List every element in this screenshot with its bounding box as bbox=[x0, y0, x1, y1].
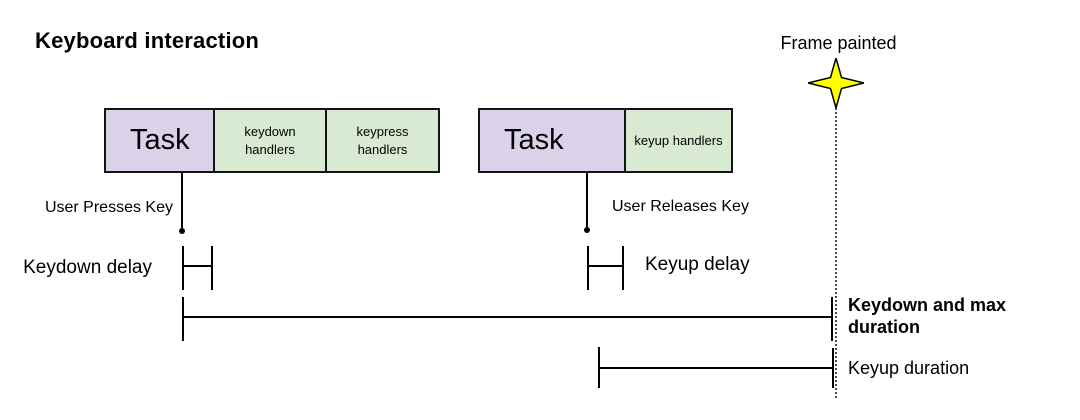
keydown-handlers-cell: keydown handlers bbox=[213, 110, 325, 171]
keyup-duration-label: Keyup duration bbox=[848, 358, 970, 378]
keyup-delay-tick-left bbox=[587, 246, 589, 290]
keypress-handlers-cell: keypress handlers bbox=[325, 110, 438, 171]
keydown-duration-label: Keydown and max duration bbox=[848, 295, 1007, 337]
keyup-delay-span bbox=[587, 265, 623, 267]
task-label: Task bbox=[130, 124, 190, 156]
keydown-delay-span bbox=[182, 265, 212, 267]
keydown-delay-label: Keydown delay bbox=[23, 257, 152, 278]
task-block-keyup: Task keyup handlers bbox=[478, 108, 733, 173]
keyup-handlers-label: keyup handlers bbox=[634, 132, 723, 148]
keyup-delay-label: Keyup delay bbox=[645, 254, 750, 275]
keyup-delay-tick-right bbox=[622, 246, 624, 290]
task-cell: Task bbox=[106, 110, 213, 171]
keydown-handlers-label: keydown handlers bbox=[244, 123, 296, 157]
keyup-duration-span bbox=[598, 367, 833, 369]
task-label: Task bbox=[504, 124, 564, 156]
keydown-duration-tick-left bbox=[182, 297, 184, 341]
keypress-handlers-label: keypress handlers bbox=[356, 123, 409, 157]
keydown-duration-span bbox=[182, 316, 833, 318]
release-arrow-head bbox=[584, 227, 590, 233]
user-releases-key-label: User Releases Key bbox=[612, 198, 749, 215]
task-block-keydown: Task keydown handlers keypress handlers bbox=[104, 108, 440, 173]
user-presses-key-label: User Presses Key bbox=[44, 199, 173, 216]
frame-painted-timeline bbox=[835, 108, 837, 398]
press-arrow-head bbox=[179, 228, 185, 234]
press-arrow-line bbox=[181, 173, 183, 228]
task-cell: Task bbox=[480, 110, 624, 171]
keydown-delay-tick-right bbox=[211, 246, 213, 290]
release-arrow-line bbox=[586, 173, 588, 228]
page-title: Keyboard interaction bbox=[35, 28, 260, 53]
frame-painted-star-icon bbox=[807, 55, 865, 111]
keydown-delay-tick-left bbox=[182, 246, 184, 290]
frame-painted-label: Frame painted bbox=[780, 33, 897, 53]
keydown-duration-tick-right bbox=[831, 297, 833, 341]
keyup-handlers-cell: keyup handlers bbox=[624, 110, 731, 171]
